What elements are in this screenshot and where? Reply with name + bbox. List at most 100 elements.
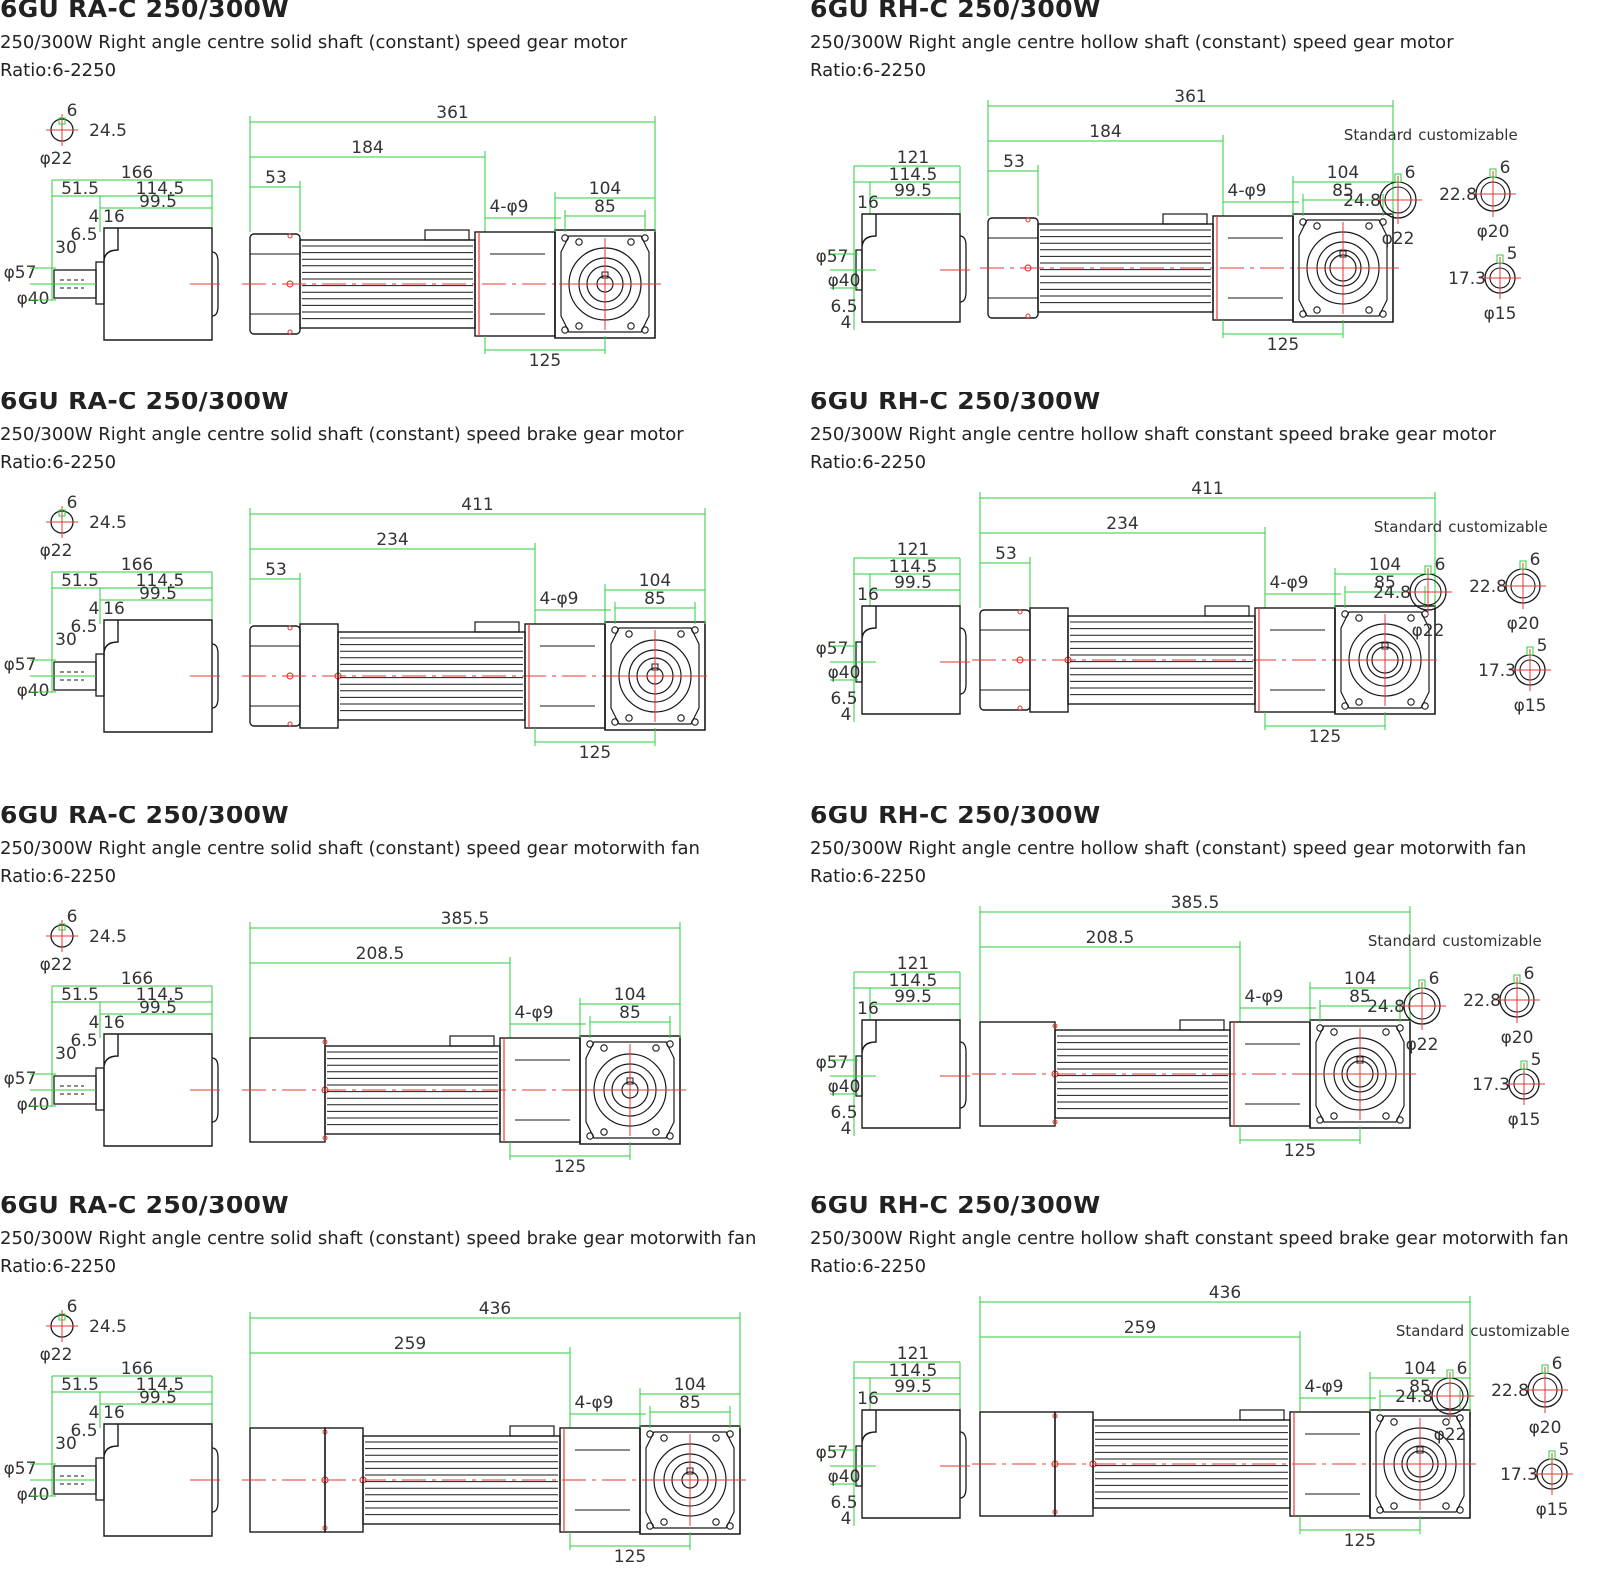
standard-bore-diameter-label: φ22 — [1406, 1035, 1439, 1055]
base-length-label: 125 — [614, 1547, 646, 1567]
mount-hole — [677, 714, 685, 722]
boss-diameter-label: φ40 — [17, 1095, 50, 1115]
boss-diameter-label: φ40 — [828, 663, 861, 683]
motor-length-label: 234 — [376, 530, 408, 550]
mount-hole — [1456, 1506, 1464, 1514]
dim-label: 99.5 — [139, 998, 177, 1018]
base-length-label: 125 — [579, 743, 611, 763]
dim-label: 114.5 — [889, 1361, 938, 1381]
boss-diameter-label: φ40 — [17, 681, 50, 701]
mount-hole — [646, 1430, 654, 1438]
base-length-label: 125 — [1284, 1141, 1316, 1161]
gear-flange — [1309, 1019, 1411, 1129]
dim-label: 16 — [103, 599, 125, 619]
standard-bore-diameter-label: φ22 — [1434, 1425, 1467, 1445]
motor-length-label: 184 — [1089, 122, 1121, 142]
custom-bore-20-key-label: 6 — [1500, 158, 1511, 178]
standard-bore-diameter-label: φ22 — [1412, 621, 1445, 641]
motor-length-label: 208.5 — [356, 944, 405, 964]
gearbox-cover-outline — [959, 1041, 967, 1109]
bolt-mark — [287, 233, 293, 239]
dim-label: 6.5 — [830, 297, 857, 317]
mount-hole — [1421, 610, 1429, 618]
bolt-mark — [1017, 705, 1023, 711]
boss-diameter-label: φ40 — [828, 271, 861, 291]
boss-diameter-label: φ40 — [17, 289, 50, 309]
ratio-label: Ratio:6-2250 — [810, 866, 927, 887]
dim-label: 4 — [89, 1013, 100, 1033]
dim-label: 6.5 — [70, 1421, 97, 1441]
terminal-box — [1179, 1019, 1225, 1031]
standard-bore-diameter-label: φ22 — [1382, 229, 1415, 249]
dim-label: 4 — [841, 313, 852, 333]
flange-width-label: 104 — [1344, 969, 1376, 989]
technical-drawing: 121114.599.516φ57φ406.54361184534-φ91048… — [816, 87, 1521, 355]
total-length-label: 411 — [1191, 479, 1223, 499]
total-length-label: 385.5 — [1171, 893, 1220, 913]
endcap-length-label: 53 — [265, 168, 287, 188]
key-slot — [1394, 173, 1402, 183]
diagram-section-2: 6GU RH-C 250/300W 250/300W Right angle ce… — [810, 0, 1600, 392]
bolt-hole-label: 4-φ9 — [540, 589, 579, 609]
key-slot — [1519, 560, 1527, 570]
dim-label: 4 — [89, 599, 100, 619]
endcap-length-label: 53 — [995, 544, 1017, 564]
standard-label: Standard — [1396, 1322, 1464, 1340]
dim-label: 99.5 — [894, 573, 932, 593]
dim-label: 99.5 — [894, 181, 932, 201]
flange-diameter-label: φ57 — [816, 247, 849, 267]
custom-bore-15-height-label: 17.3 — [1448, 269, 1486, 289]
bolt-hole-label: 4-φ9 — [1305, 1377, 1344, 1397]
mount-hole — [1365, 306, 1373, 314]
custom-bore-20-height-label: 22.8 — [1439, 185, 1477, 205]
section-title: 6GU RH-C 250/300W — [810, 0, 1101, 23]
bolt-hole-label: 4-φ9 — [1270, 573, 1309, 593]
terminal-box — [424, 229, 470, 241]
shaft-diameter-label: φ22 — [40, 955, 73, 975]
ratio-label: Ratio:6-2250 — [0, 1256, 117, 1277]
bolt-mark — [1052, 1119, 1058, 1125]
flange-width-label: 104 — [1327, 163, 1359, 183]
gearbox-cover-outline — [959, 235, 967, 303]
boss-diameter-label: φ40 — [828, 1467, 861, 1487]
key-slot — [1489, 168, 1497, 178]
bolt-pitch-label: 85 — [644, 589, 666, 609]
mount-hole — [1355, 698, 1363, 706]
mount-hole — [1376, 1506, 1384, 1514]
mount-hole — [1442, 1502, 1450, 1510]
mount-hole — [1396, 1024, 1404, 1032]
total-length-label: 436 — [1209, 1283, 1241, 1303]
standard-bore-key-label: 6 — [1429, 969, 1440, 989]
dim-label: 51.5 — [61, 179, 99, 199]
bolt-hole-label: 4-φ9 — [515, 1003, 554, 1023]
mount-hole — [1330, 1112, 1338, 1120]
key-width-label: 6 — [67, 101, 78, 121]
dim-label: 121 — [897, 540, 929, 560]
custom-bore-15-key-label: 5 — [1531, 1050, 1542, 1070]
dim-label: 6.5 — [830, 1493, 857, 1513]
custom-bore-15-height-label: 17.3 — [1500, 1465, 1538, 1485]
section-description: 250/300W Right angle centre hollow shaft… — [810, 32, 1454, 53]
mount-hole — [627, 322, 635, 330]
motor-length-label: 208.5 — [1086, 928, 1135, 948]
mount-hole — [1382, 1112, 1390, 1120]
flange-width-label: 104 — [674, 1375, 706, 1395]
terminal-box — [1239, 1409, 1285, 1421]
dim-label: 99.5 — [894, 1377, 932, 1397]
bolt-hole-label: 4-φ9 — [575, 1393, 614, 1413]
mount-hole — [1407, 614, 1415, 622]
key-slot — [58, 509, 66, 517]
mount-hole — [1299, 310, 1307, 318]
mount-hole — [1396, 1116, 1404, 1124]
custom-bore-15-key-label: 5 — [1507, 244, 1518, 264]
terminal-box — [1162, 213, 1208, 225]
mount-hole — [561, 326, 569, 334]
total-length-label: 411 — [461, 495, 493, 515]
terminal-box — [509, 1425, 555, 1437]
key-slot — [1418, 979, 1426, 989]
length-label: 166 — [121, 163, 153, 183]
